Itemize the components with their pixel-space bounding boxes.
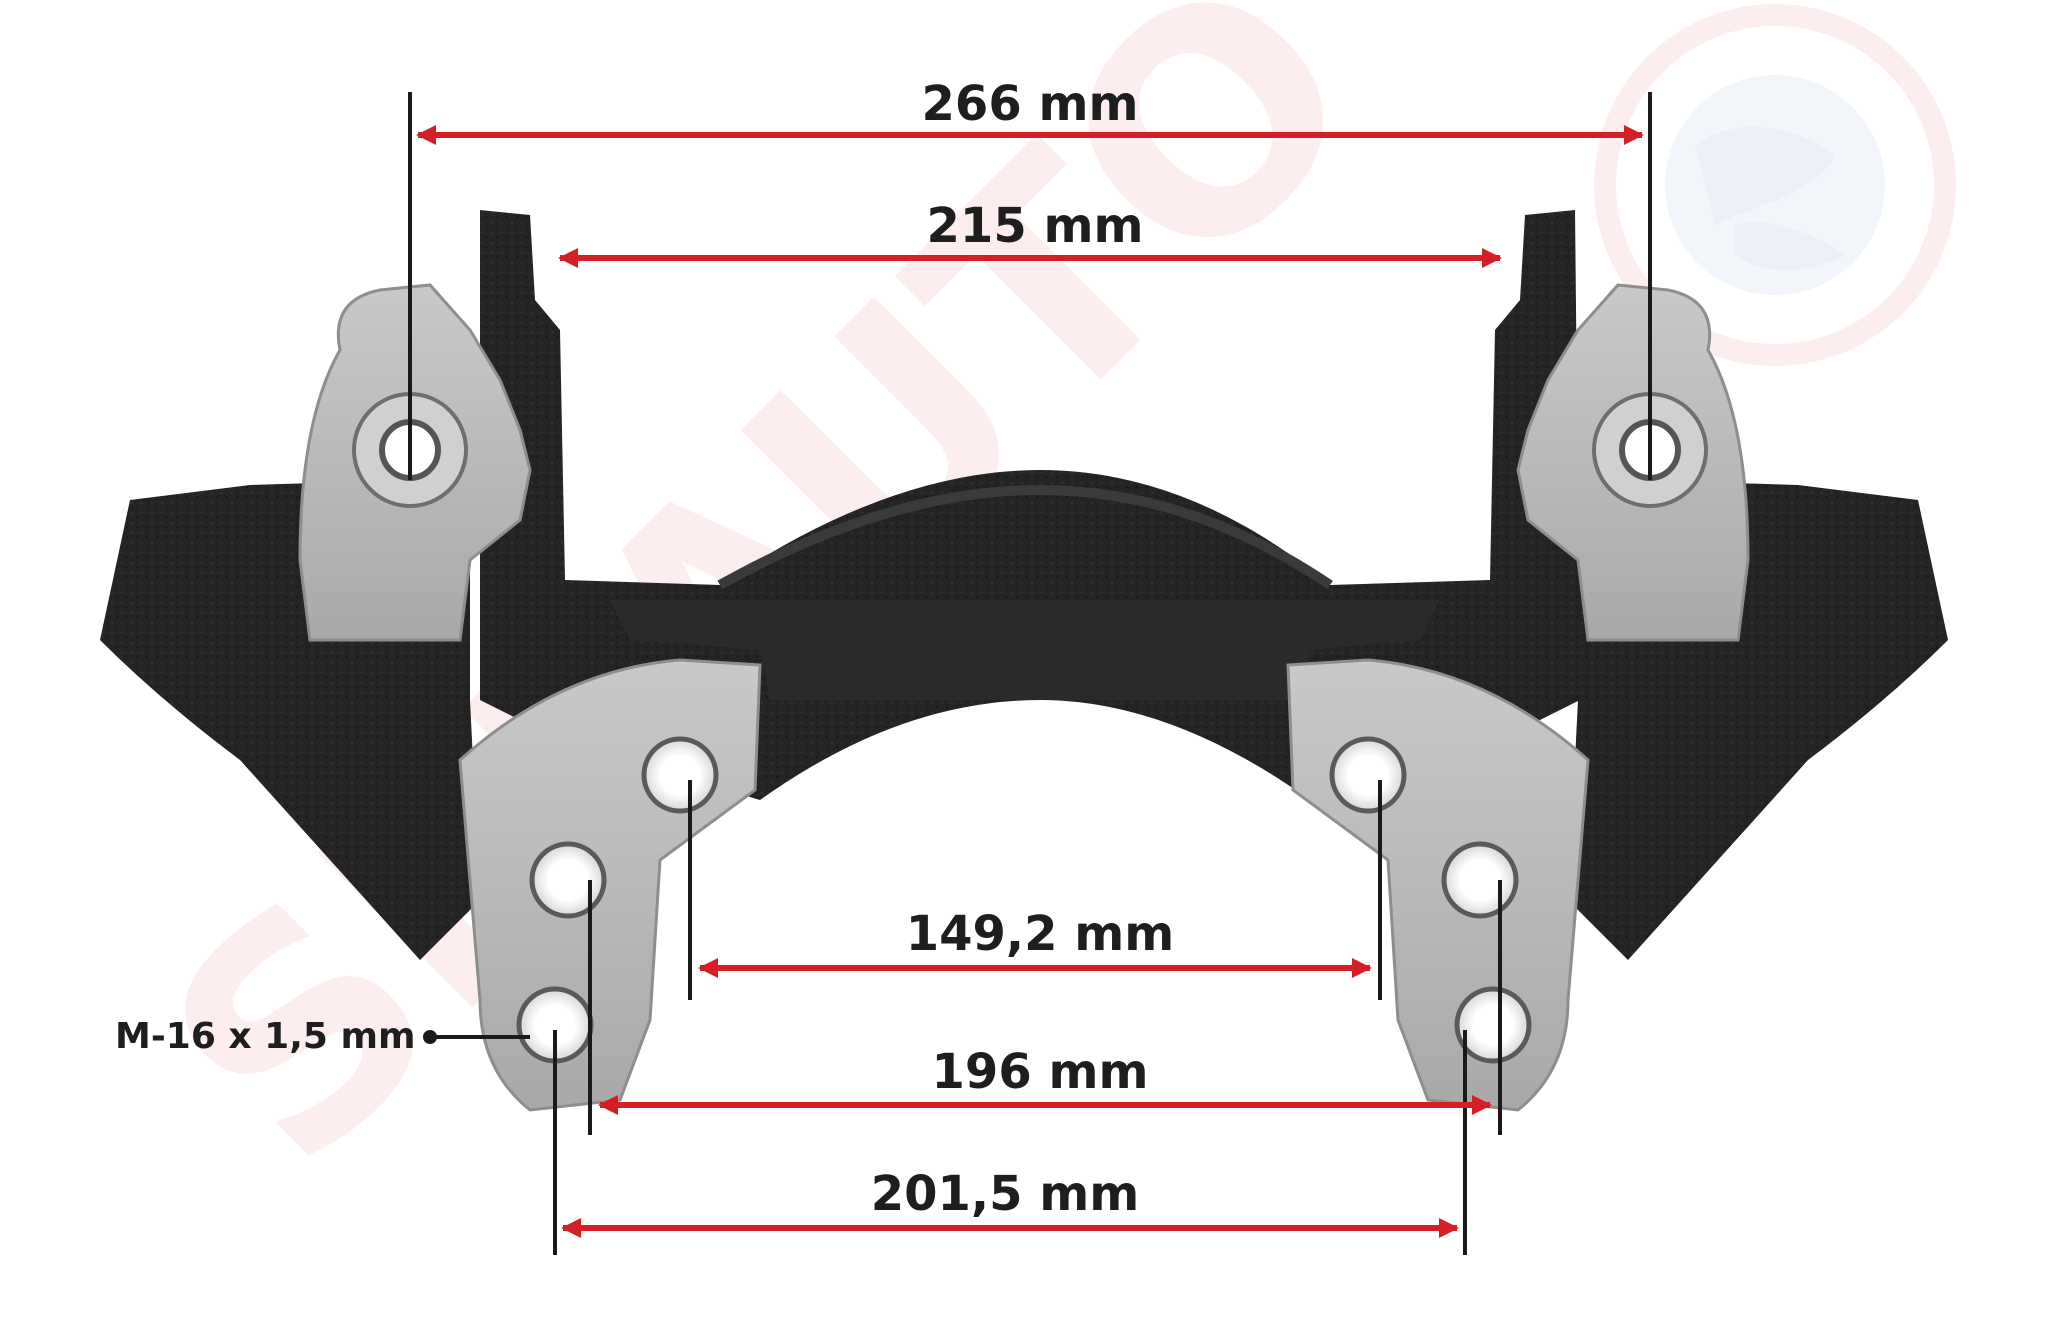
right-hole-top bbox=[1329, 736, 1407, 814]
label-266: 266 mm bbox=[922, 76, 1139, 132]
thread-label: M-16 x 1,5 mm bbox=[115, 1016, 415, 1057]
thread-callout: M-16 x 1,5 mm bbox=[115, 1016, 530, 1057]
center-rib bbox=[610, 600, 1440, 700]
label-215: 215 mm bbox=[927, 198, 1144, 254]
bridge-arch bbox=[717, 484, 1333, 590]
left-hole-top bbox=[641, 736, 719, 814]
label-149: 149,2 mm bbox=[906, 906, 1175, 962]
right-hole-bottom bbox=[1454, 986, 1532, 1064]
globe-logo bbox=[1594, 4, 1956, 366]
left-lower-plate bbox=[458, 658, 762, 1112]
dimension-arrows bbox=[416, 125, 1644, 1238]
right-hole-mid bbox=[1441, 841, 1519, 919]
label-196: 196 mm bbox=[932, 1044, 1149, 1100]
extension-lines bbox=[408, 92, 1652, 1255]
dimension-labels: 266 mm 215 mm 149,2 mm 196 mm 201,5 mm bbox=[871, 76, 1175, 1222]
label-201: 201,5 mm bbox=[871, 1166, 1140, 1222]
caliper-carrier bbox=[100, 210, 1948, 1112]
right-lower-plate bbox=[1286, 658, 1590, 1112]
left-hole-mid bbox=[529, 841, 607, 919]
